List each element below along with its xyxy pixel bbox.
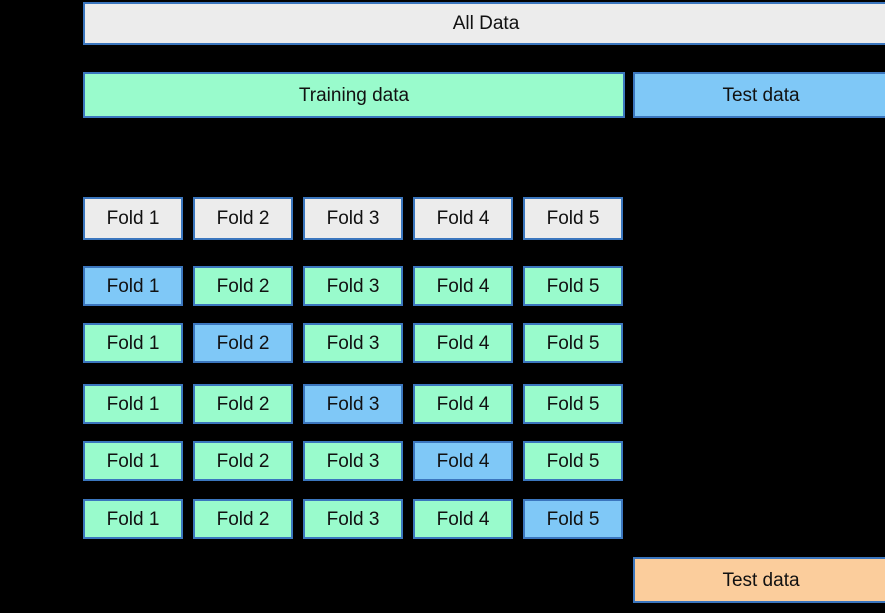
header-fold-4-box: Fold 4 (413, 197, 513, 240)
split-5-fold-5-box: Fold 5 (523, 499, 623, 539)
header-fold-2-box: Fold 2 (193, 197, 293, 240)
split-4-fold-2-box: Fold 2 (193, 441, 293, 481)
split-2-row: Fold 1 Fold 2 Fold 3 Fold 4 Fold 5 (0, 323, 885, 363)
split-4-fold-5-box: Fold 5 (523, 441, 623, 481)
split-3-fold-3-box: Fold 3 (303, 384, 403, 424)
split-1-fold-5-box: Fold 5 (523, 266, 623, 306)
header-fold-3-box: Fold 3 (303, 197, 403, 240)
split-4-fold-4-box: Fold 4 (413, 441, 513, 481)
training-data-bar: Training data (83, 72, 625, 118)
split-3-row: Fold 1 Fold 2 Fold 3 Fold 4 Fold 5 (0, 384, 885, 424)
all-data-bar: All Data (83, 2, 885, 45)
split-2-fold-2-box: Fold 2 (193, 323, 293, 363)
header-fold-5-box: Fold 5 (523, 197, 623, 240)
split-4-fold-1-box: Fold 1 (83, 441, 183, 481)
test-data-bar-top: Test data (633, 72, 885, 118)
split-5-fold-3-box: Fold 3 (303, 499, 403, 539)
split-3-fold-1-box: Fold 1 (83, 384, 183, 424)
header-fold-1-box: Fold 1 (83, 197, 183, 240)
split-1-fold-1-box: Fold 1 (83, 266, 183, 306)
split-1-fold-2-box: Fold 2 (193, 266, 293, 306)
split-5-fold-2-box: Fold 2 (193, 499, 293, 539)
split-2-fold-4-box: Fold 4 (413, 323, 513, 363)
split-2-fold-1-box: Fold 1 (83, 323, 183, 363)
split-1-row: Fold 1 Fold 2 Fold 3 Fold 4 Fold 5 (0, 266, 885, 306)
split-2-fold-3-box: Fold 3 (303, 323, 403, 363)
split-3-fold-4-box: Fold 4 (413, 384, 513, 424)
split-2-fold-5-box: Fold 5 (523, 323, 623, 363)
fold-header-row: Fold 1 Fold 2 Fold 3 Fold 4 Fold 5 (0, 197, 885, 240)
split-3-fold-5-box: Fold 5 (523, 384, 623, 424)
test-data-bar-bottom: Test data (633, 557, 885, 603)
split-5-fold-4-box: Fold 4 (413, 499, 513, 539)
split-3-fold-2-box: Fold 2 (193, 384, 293, 424)
split-5-row: Fold 1 Fold 2 Fold 3 Fold 4 Fold 5 (0, 499, 885, 539)
split-1-fold-3-box: Fold 3 (303, 266, 403, 306)
split-1-fold-4-box: Fold 4 (413, 266, 513, 306)
split-4-row: Fold 1 Fold 2 Fold 3 Fold 4 Fold 5 (0, 441, 885, 481)
split-5-fold-1-box: Fold 1 (83, 499, 183, 539)
split-4-fold-3-box: Fold 3 (303, 441, 403, 481)
